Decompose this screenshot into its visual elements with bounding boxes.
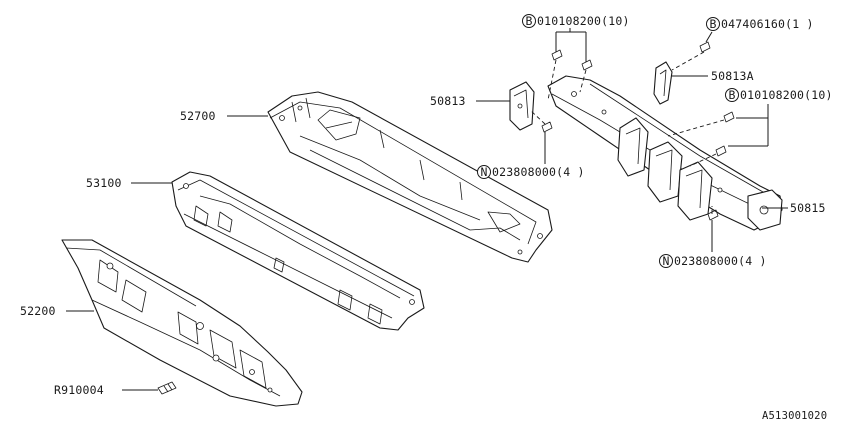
callout-b3-text: 010108200(10) [740, 88, 833, 102]
label-52200: 52200 [20, 304, 56, 318]
callout-n1-text: 023808000(4 ) [492, 165, 585, 179]
callout-b2-symbol: B [709, 17, 716, 31]
b-symbol-icon [725, 88, 739, 102]
callout-b1: B 010108200(10) [522, 14, 630, 28]
label-50815: 50815 [790, 201, 826, 215]
steering-beam-50815 [547, 75, 783, 231]
cowl-top-panel-52700 [267, 91, 553, 263]
label-53100: 53100 [86, 176, 122, 190]
b-symbol-icon [522, 14, 536, 28]
callout-n1: N 023808000(4 ) [477, 165, 585, 179]
label-52700: 52700 [180, 109, 216, 123]
n-symbol-icon [659, 254, 673, 268]
toe-board-52200 [61, 239, 303, 407]
callout-b1-symbol: B [525, 14, 532, 28]
diagram-id: A513001020 [762, 410, 827, 422]
leader-lines [66, 28, 788, 391]
n-symbol-icon [477, 165, 491, 179]
callout-n1-symbol: N [480, 165, 487, 179]
callout-n2: N 023808000(4 ) [659, 254, 767, 268]
callout-n2-symbol: N [662, 254, 669, 268]
callout-b3: B 010108200(10) [725, 88, 833, 102]
callout-n2-text: 023808000(4 ) [674, 254, 767, 268]
label-50813a: 50813A [711, 69, 754, 83]
callout-b1-text: 010108200(10) [537, 14, 630, 28]
cowl-front-panel-53100 [171, 171, 425, 331]
label-r910004: R910004 [54, 383, 104, 397]
callout-b3-symbol: B [728, 88, 735, 102]
callout-b2: B 047406160(1 ) [706, 17, 814, 31]
b-symbol-icon [706, 17, 720, 31]
callout-b2-text: 047406160(1 ) [721, 17, 814, 31]
label-50813: 50813 [430, 94, 466, 108]
fasteners [541, 41, 735, 221]
clip-r910004 [157, 381, 177, 395]
part-labels: 52700 53100 52200 R910004 50813 50813A 5… [20, 69, 827, 422]
bracket-50813 [509, 81, 535, 131]
bracket-50813a [653, 61, 673, 105]
